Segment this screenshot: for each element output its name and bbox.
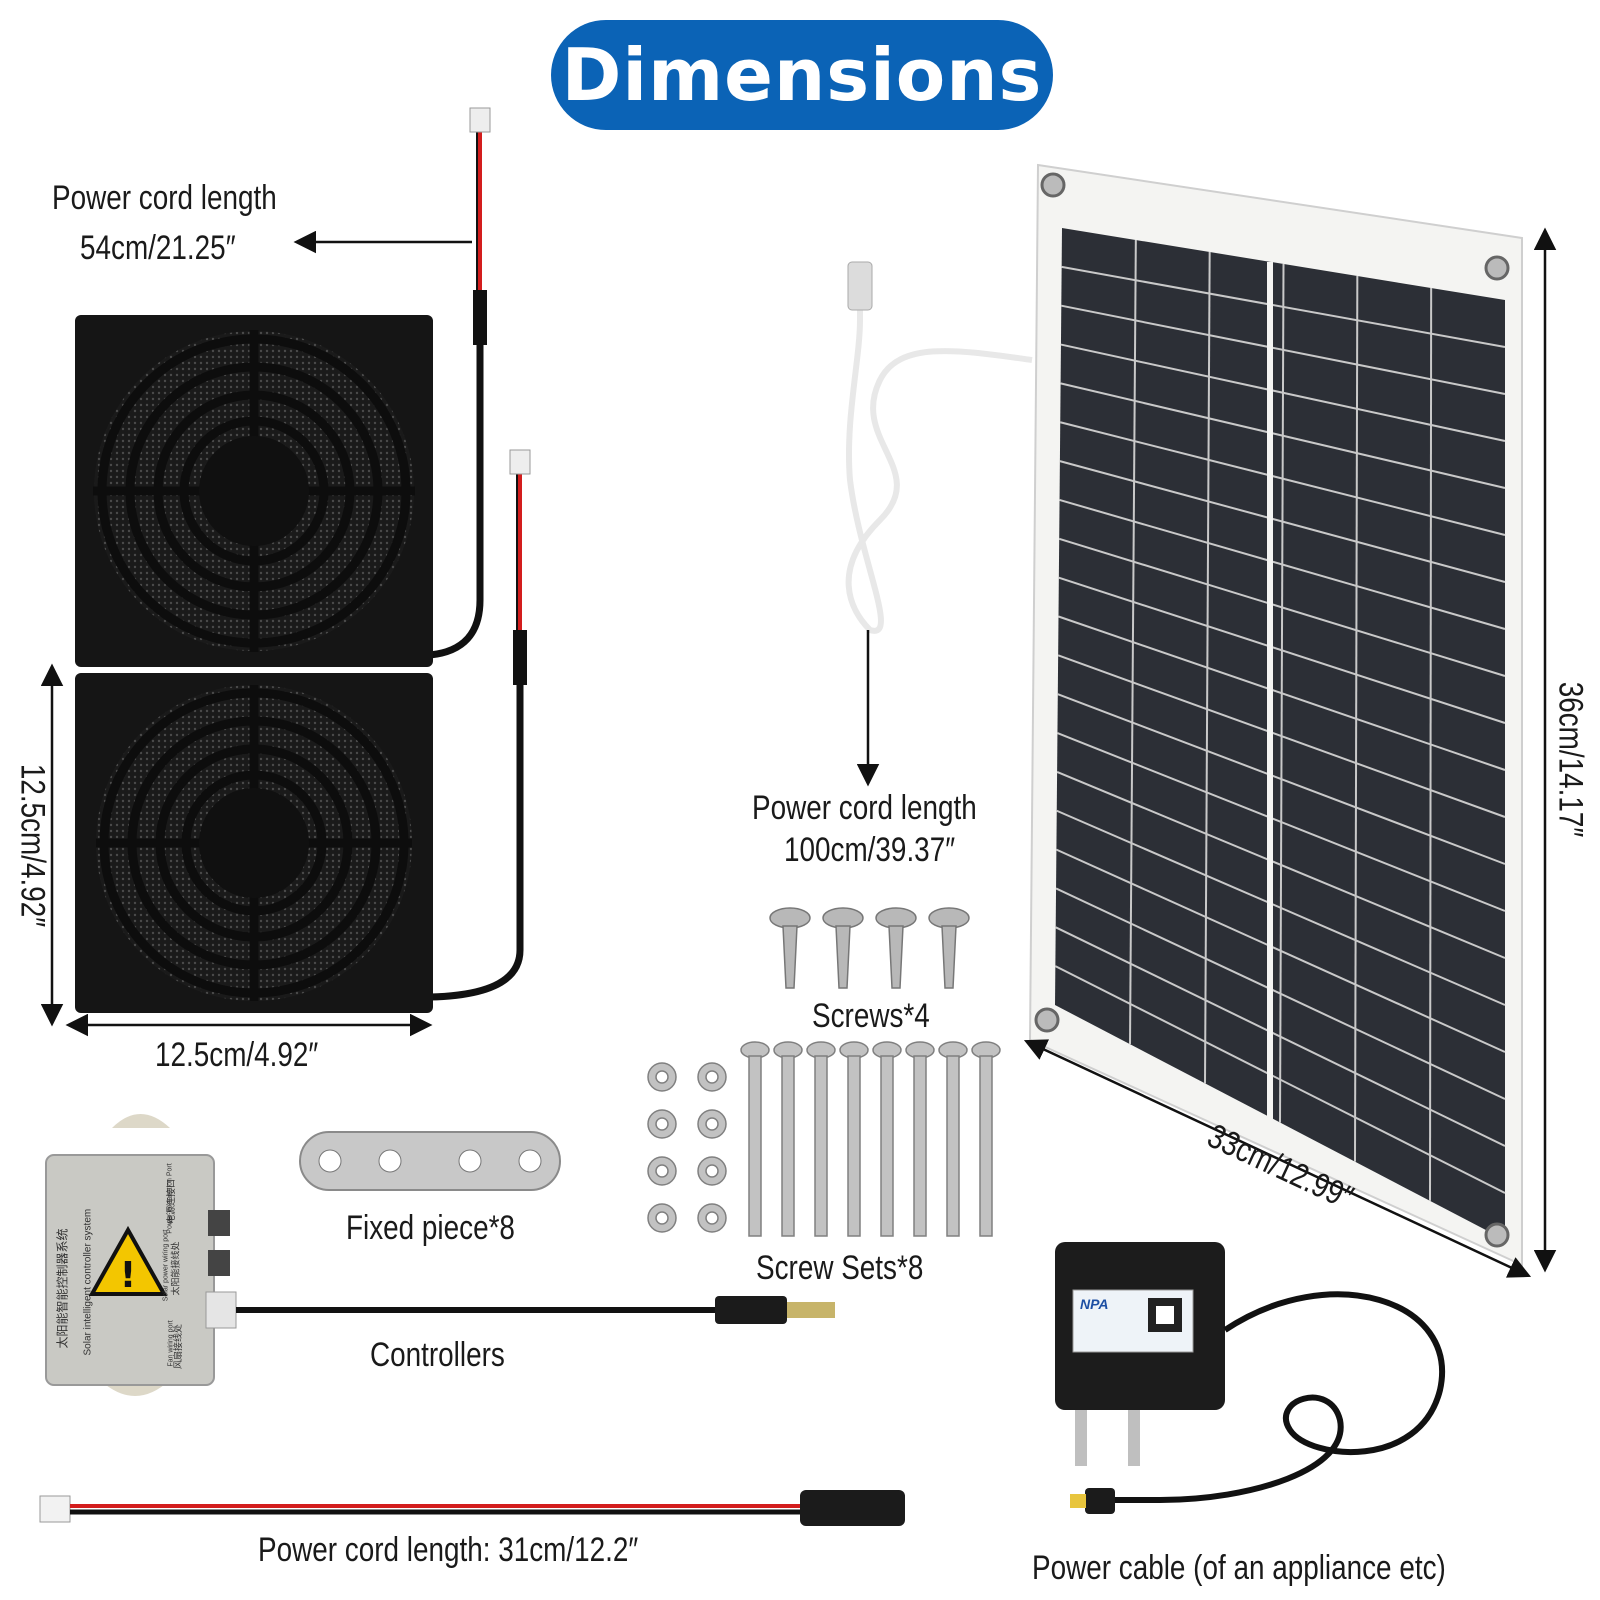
power-cable-label: Power cable (of an appliance etc) [1032, 1549, 1446, 1587]
screw-sets [647, 1041, 1001, 1237]
nut-hole [705, 1117, 719, 1131]
panel-grid-line [1059, 460, 1506, 583]
panel-height-label: 36cm/14.17″ [1551, 681, 1590, 838]
controller-port-power-en: Power connection Port [166, 1163, 174, 1234]
controller-cn-title: 太阳能智能控制器系统 [55, 1228, 70, 1349]
panel-grid-line [1057, 693, 1506, 865]
fan-cord-label-line2: 54cm/21.25″ [80, 229, 236, 267]
nut-hole [655, 1211, 669, 1225]
power-adapter [1055, 1242, 1445, 1514]
panel-grid-line [1058, 537, 1506, 677]
nut-hole [655, 1164, 669, 1178]
fixed-piece [299, 1131, 561, 1191]
panel-grid-line [1056, 770, 1506, 959]
fan-top [75, 315, 433, 667]
controller-box: ! [45, 1114, 237, 1396]
controller-en-title: Solar intelligent controller system [82, 1208, 94, 1356]
screws-label: Screws*4 [812, 997, 930, 1035]
fan-cord-label-line1: Power cord length [52, 179, 277, 217]
nut-hole [655, 1117, 669, 1131]
screws-4 [769, 907, 970, 989]
fixed-piece-label: Fixed piece*8 [346, 1209, 515, 1247]
nut-hole [705, 1211, 719, 1225]
fan-bottom [75, 673, 433, 1013]
panel-grid-line [1061, 304, 1506, 395]
panel-grid-line [1056, 809, 1506, 1006]
panel-grid-line [1060, 382, 1506, 489]
screw-sets-label: Screw Sets*8 [756, 1249, 924, 1287]
controllers-label: Controllers [370, 1336, 505, 1374]
nut-hole [705, 1070, 719, 1084]
panel-grid-line [1058, 615, 1506, 771]
nut-hole [705, 1164, 719, 1178]
panel-grid-line [1060, 421, 1506, 536]
fan-cord-2 [429, 449, 531, 1001]
panel-grid-line [1057, 732, 1506, 912]
solar-panel [1028, 163, 1523, 1267]
panel-grid-line [1055, 848, 1506, 1053]
bottom-cord-label: Power cord length: 31cm/12.2″ [258, 1531, 639, 1569]
fan-height-label: 12.5cm/4.92″ [13, 763, 52, 928]
bolt-shaft [748, 1055, 762, 1237]
bolt-shaft [880, 1055, 894, 1237]
bolt-shaft [946, 1055, 960, 1237]
controller-port-solar: 太阳能接线处 [171, 1241, 182, 1296]
controller-port-solar-en: Solar power wiring port [162, 1229, 170, 1302]
controller-port-fan-en: Fan wiring port [167, 1320, 175, 1367]
adapter-brand: NPA [1080, 1296, 1109, 1312]
bolt-shaft [913, 1055, 927, 1237]
panel-grid-line [1059, 498, 1506, 630]
panel-cord-label-line2: 100cm/39.37″ [784, 831, 956, 869]
fan-cord-1 [429, 107, 491, 659]
nut-hole [655, 1070, 669, 1084]
title-banner: Dimensions [551, 20, 1053, 130]
panel-grid-line [1061, 265, 1506, 348]
panel-cable [845, 290, 1033, 634]
panel-cord-label-line1: Power cord length [752, 789, 977, 827]
bolt-shaft [847, 1055, 861, 1237]
panel-grid-line [1060, 343, 1506, 442]
svg-text:!: ! [120, 1255, 136, 1296]
panel-grid-line [1058, 576, 1506, 724]
bolt-shaft [979, 1055, 993, 1237]
bolt-shaft [781, 1055, 795, 1237]
panel-grid-line [1057, 654, 1506, 818]
fan-width-label: 12.5cm/4.92″ [155, 1036, 319, 1074]
bolt-shaft [814, 1055, 828, 1237]
